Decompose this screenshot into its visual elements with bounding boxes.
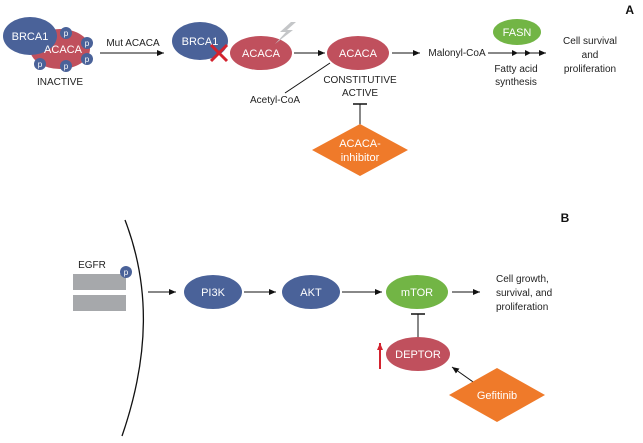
inactive-label: INACTIVE (37, 77, 83, 88)
panel-a-label: A (625, 3, 634, 17)
cell-membrane (121, 219, 145, 437)
egfr-receptor-top (73, 274, 126, 290)
acaca-active-label: ACACA (339, 48, 378, 60)
mtor-node (386, 275, 448, 309)
fatty-acid-label: Fatty acid (494, 64, 537, 75)
mutation-cross-icon (209, 43, 229, 63)
fasn-node (493, 19, 541, 45)
active-label: ACTIVE (342, 88, 378, 99)
phospho-label: p (64, 62, 69, 71)
acaca-mutant-label: ACACA (242, 48, 281, 60)
synthesis-label: synthesis (495, 77, 537, 88)
outcome-b-line-3: proliferation (496, 302, 548, 313)
fatty-acid-synthesis-arrow (488, 50, 546, 56)
acaca-mutant-node (230, 36, 292, 70)
acaca-inactive-label: ACACA (44, 44, 83, 56)
inhibitor-label-1: ACACA- (339, 138, 381, 150)
gefitinib-label: Gefitinib (477, 390, 517, 402)
brca1-mut-node (172, 22, 228, 60)
inhibitor-label-2: inhibitor (341, 152, 380, 164)
outcome-a-line-3: proliferation (564, 64, 616, 75)
outcome-a-line-1: Cell survival (563, 36, 617, 47)
brca1-label: BRCA1 (12, 31, 49, 43)
phospho-badge (81, 37, 93, 49)
lightning-icon (275, 22, 296, 44)
outcome-a-line-2: and (582, 50, 599, 61)
phospho-badge (60, 60, 72, 72)
pi3k-node (184, 275, 242, 309)
outcome-b-line-1: Cell growth, (496, 274, 549, 285)
malonyl-coa-label: Malonyl-CoA (428, 48, 486, 59)
phospho-label: p (38, 60, 43, 69)
acetyl-coa-line (284, 62, 331, 94)
brca1-node (3, 17, 57, 55)
inactive-complex: BRCA1 ACACA p p p p p INACTIVE (3, 17, 93, 88)
outcome-b-line-2: survival, and (496, 288, 552, 299)
phospho-label: p (85, 39, 90, 48)
akt-node (282, 275, 340, 309)
brca1-mut-label: BRCA1 (182, 36, 219, 48)
egfr-phospho-badge (120, 266, 132, 278)
phospho-label: p (85, 55, 90, 64)
egfr-label: EGFR (78, 260, 106, 271)
fasn-label: FASN (503, 27, 532, 39)
egfr-phospho-label: p (124, 268, 129, 277)
phospho-badge (60, 27, 72, 39)
panel-b-label: B (561, 211, 570, 225)
constitutive-label: CONSTITUTIVE (323, 75, 397, 86)
pi3k-label: PI3K (201, 287, 226, 299)
egfr-receptor-bottom (73, 295, 126, 311)
acaca-active-node (327, 36, 389, 70)
phospho-label: p (64, 29, 69, 38)
mtor-label: mTOR (401, 287, 433, 299)
acetyl-coa-label: Acetyl-CoA (250, 95, 300, 106)
phospho-sites: p p p p p (34, 27, 93, 72)
gefitinib-node (449, 368, 545, 422)
gefitinib-deptor-arrow (451, 366, 477, 385)
phospho-badge (34, 58, 46, 70)
mut-acaca-label: Mut ACACA (106, 38, 160, 49)
deptor-node (386, 337, 450, 371)
acaca-inhibitor-node (312, 124, 408, 176)
phospho-badge (81, 53, 93, 65)
deptor-label: DEPTOR (395, 349, 441, 361)
akt-label: AKT (300, 287, 322, 299)
